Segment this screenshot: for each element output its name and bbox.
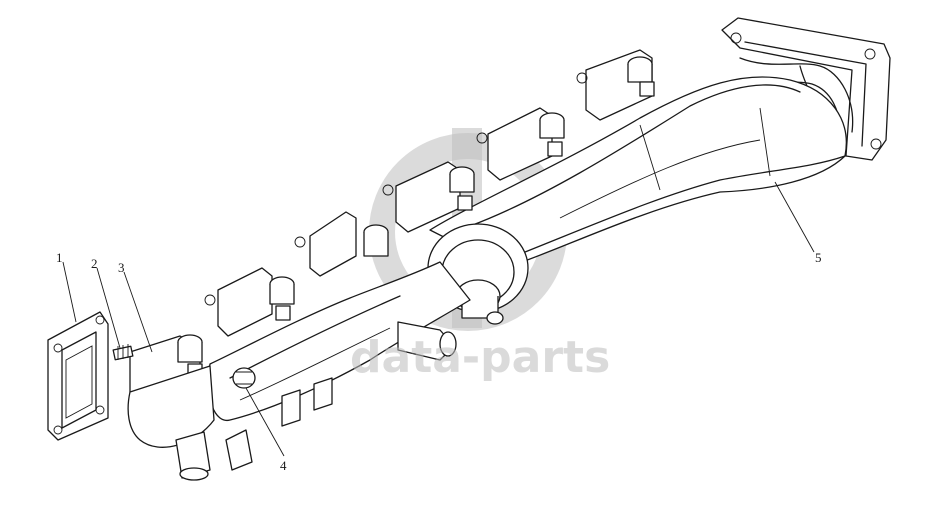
callout-4: 4 — [280, 458, 287, 473]
stud-part-2 — [112, 344, 134, 361]
callout-3: 3 — [118, 260, 125, 275]
gasket-part-1 — [47, 311, 109, 441]
mounting-brackets — [129, 49, 655, 401]
watermark-text: data-parts — [350, 332, 610, 383]
callout-1: 1 — [56, 250, 63, 265]
front-manifold-body — [127, 261, 471, 481]
callout-5: 5 — [815, 250, 822, 265]
callouts: 1 2 3 4 5 — [56, 181, 822, 473]
callout-2: 2 — [91, 256, 98, 271]
